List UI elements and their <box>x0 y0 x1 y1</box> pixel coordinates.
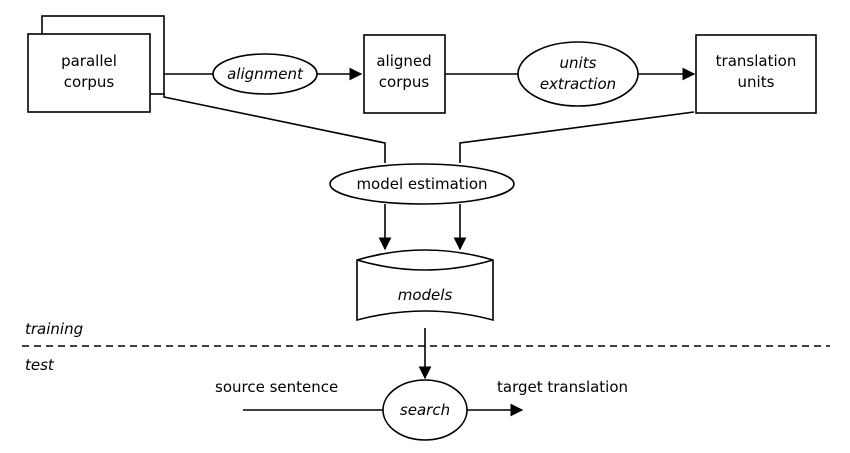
translation-units-label-line1: translation <box>716 52 797 70</box>
models-label: models <box>398 286 453 304</box>
connector-units-estimation <box>459 111 695 163</box>
aligned-corpus-label-line2: corpus <box>379 73 430 91</box>
search-label: search <box>400 401 450 419</box>
model-estimation-process: model estimation <box>329 163 515 205</box>
units-extraction-label-line1: units <box>560 54 597 72</box>
target-translation-label: target translation <box>497 378 628 396</box>
translation-units-label-line2: units <box>738 73 775 91</box>
models-storage: models <box>356 249 494 322</box>
parallel-corpus-label-line2: corpus <box>64 73 115 91</box>
units-extraction-process: units extraction <box>517 41 639 107</box>
parallel-corpus-label-line1: parallel <box>61 52 117 70</box>
test-label: test <box>25 356 55 374</box>
model-estimation-label: model estimation <box>356 175 487 193</box>
aligned-corpus-label-line1: aligned <box>376 52 431 70</box>
units-extraction-label-line2: extraction <box>540 75 616 93</box>
aligned-corpus-box: aligned corpus <box>363 34 446 114</box>
translation-units-box: translation units <box>695 34 817 114</box>
connector-corpus-estimation <box>150 92 386 163</box>
parallel-corpus-box: parallel corpus <box>27 15 165 113</box>
source-sentence-label: source sentence <box>215 378 338 396</box>
alignment-label: alignment <box>227 65 304 83</box>
alignment-process: alignment <box>212 53 318 95</box>
search-process: search <box>382 379 468 441</box>
training-label: training <box>25 320 83 338</box>
